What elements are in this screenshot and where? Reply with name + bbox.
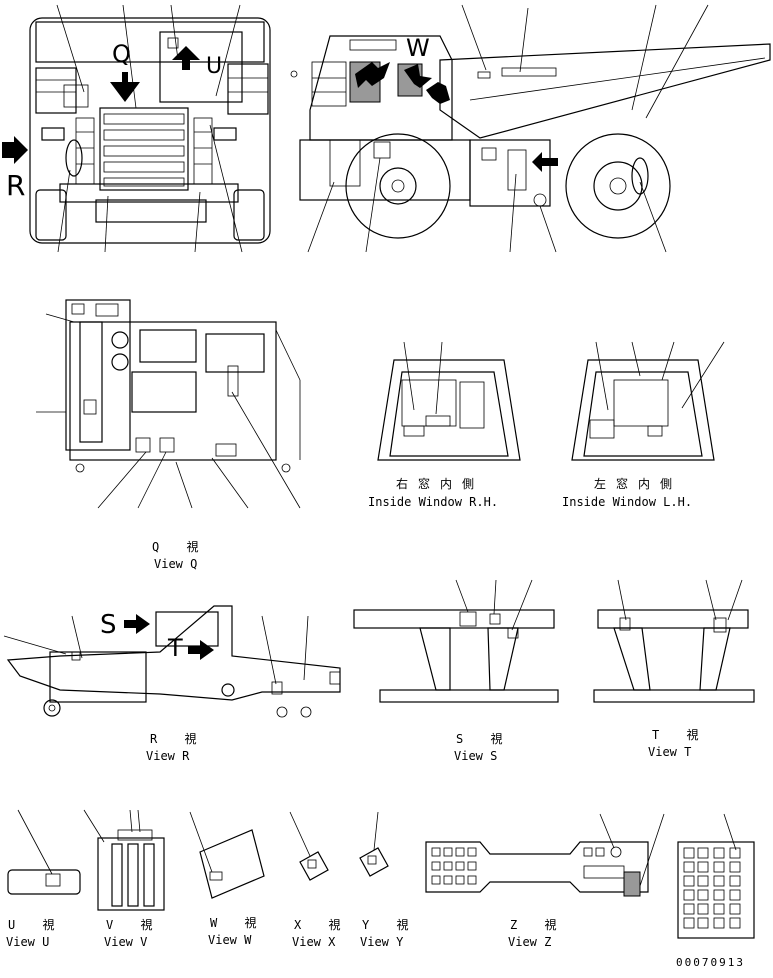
marker-t: T [168,634,183,662]
view-z-label: View Z [508,935,552,949]
view-r-label-jp: R 視 [150,732,207,746]
view-y-drawing [359,811,389,877]
view-y-label: View Y [360,935,404,949]
view-v-label-jp: V 視 [106,918,163,932]
view-t-label-jp: T 視 [652,728,709,742]
view-u-label-jp: U 視 [8,918,65,932]
view-r-label: View R [146,749,190,763]
view-q-label-jp: Q 視 [152,540,209,554]
view-y-label-jp: Y 視 [362,918,419,932]
view-u-label: View U [6,935,50,949]
view-x-label: View X [292,935,336,949]
inside-window-rh-label-jp: 右窓内側 [396,477,485,491]
view-z-drawing [425,813,665,897]
view-t-label: View T [648,745,692,759]
inside-window-rh-drawing [377,341,521,461]
view-x-drawing [289,811,329,881]
inside-window-lh-label-jp: 左窓内側 [594,477,683,491]
view-s-label-jp: S 視 [456,732,513,746]
marker-w: W [406,34,430,62]
view-x-label-jp: X 視 [294,918,351,932]
view-w-label: View W [208,933,252,947]
switch-panel-drawing [677,813,755,939]
view-q-drawing [36,299,301,509]
inside-window-lh-drawing [571,341,725,461]
front-view-truck [2,4,271,253]
view-t-drawing [593,579,755,703]
view-v-drawing [83,809,165,911]
marker-u: U [206,54,223,79]
side-view-truck [290,4,771,253]
inside-window-rh-label: Inside Window R.H. [368,495,499,509]
view-v-label: View V [104,935,148,949]
view-w-label-jp: W 視 [210,916,267,930]
view-s-label: View S [454,749,498,763]
marker-q: Q [112,40,131,68]
view-u-drawing [7,809,81,895]
view-s-drawing [353,579,559,703]
drawing-number: 00070913 [676,956,745,969]
view-q-label: View Q [154,557,198,571]
marker-r: R [6,169,26,202]
marker-s: S [100,610,117,640]
view-r-drawing [3,605,341,718]
view-z-label-jp: Z 視 [510,918,567,932]
view-w-drawing [189,811,265,899]
inside-window-lh-label: Inside Window L.H. [562,495,693,509]
